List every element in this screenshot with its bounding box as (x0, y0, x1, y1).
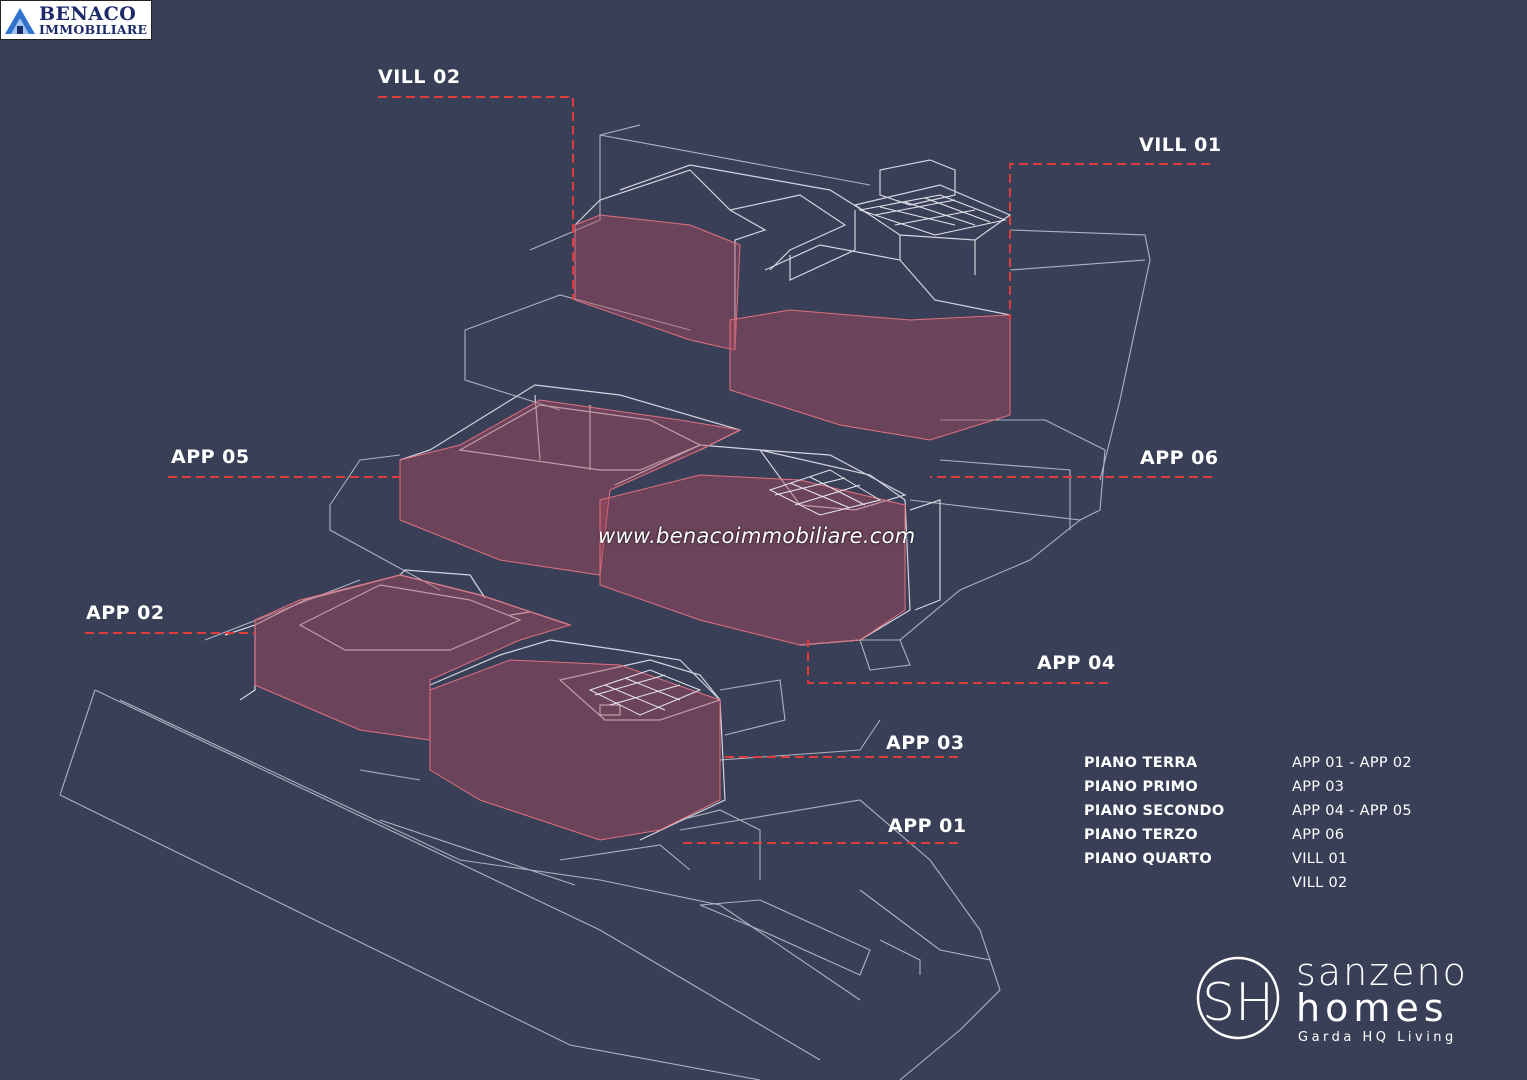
leader-app04 (807, 640, 1108, 684)
logo-line-2: IMMOBILIARE (39, 22, 148, 37)
label-vill02: VILL 02 (378, 66, 461, 88)
label-app03: APP 03 (886, 732, 965, 754)
floor-units: APP 01 - APP 02 (1292, 755, 1412, 771)
house-logo-icon (5, 8, 35, 34)
website-watermark: www.benacoimmobiliare.com (598, 524, 916, 548)
leader-vill02 (378, 96, 574, 300)
app02-volume (254, 574, 572, 741)
floor-name: PIANO SECONDO (1084, 803, 1225, 819)
solar-panels (588, 194, 1007, 716)
brand-word-2: homes (1296, 986, 1449, 1030)
leader-vill01 (1009, 163, 1210, 320)
floor-name: PIANO TERRA (1084, 755, 1198, 771)
label-app02: APP 02 (86, 602, 165, 624)
app03-app01-volume (429, 659, 721, 841)
sh-monogram-icon: SH (1196, 956, 1280, 1040)
benaco-logo: BENACO IMMOBILIARE (0, 0, 152, 40)
monogram-text: SH (1202, 973, 1274, 1033)
leader-lines (85, 96, 1212, 844)
unit-highlights (254, 214, 1011, 841)
floor-units: VILL 01 (1292, 851, 1348, 867)
label-app05: APP 05 (171, 446, 250, 468)
label-app06: APP 06 (1140, 447, 1219, 469)
terrain-lines (59, 124, 1151, 1080)
app05-volume (399, 399, 742, 576)
sanzeno-homes-brand: SH sanzeno homes Garda HQ Living (1196, 950, 1476, 1050)
vill01-volume (729, 309, 1011, 441)
floor-units: VILL 02 (1292, 875, 1348, 891)
logo-line-1: BENACO (39, 3, 137, 25)
floor-units: APP 03 (1292, 779, 1345, 795)
brand-tagline: Garda HQ Living (1298, 1030, 1457, 1045)
floor-units: APP 06 (1292, 827, 1345, 843)
label-vill01: VILL 01 (1139, 134, 1222, 156)
vill02-volume (574, 214, 741, 351)
floor-name: PIANO QUARTO (1084, 851, 1212, 867)
app06-app04-volume (599, 474, 906, 646)
floor-name: PIANO TERZO (1084, 827, 1198, 843)
brand-word-1: sanzeno (1296, 950, 1468, 994)
label-app01: APP 01 (888, 815, 967, 837)
floor-units: APP 04 - APP 05 (1292, 803, 1412, 819)
label-app04: APP 04 (1037, 652, 1116, 674)
floor-name: PIANO PRIMO (1084, 779, 1198, 795)
